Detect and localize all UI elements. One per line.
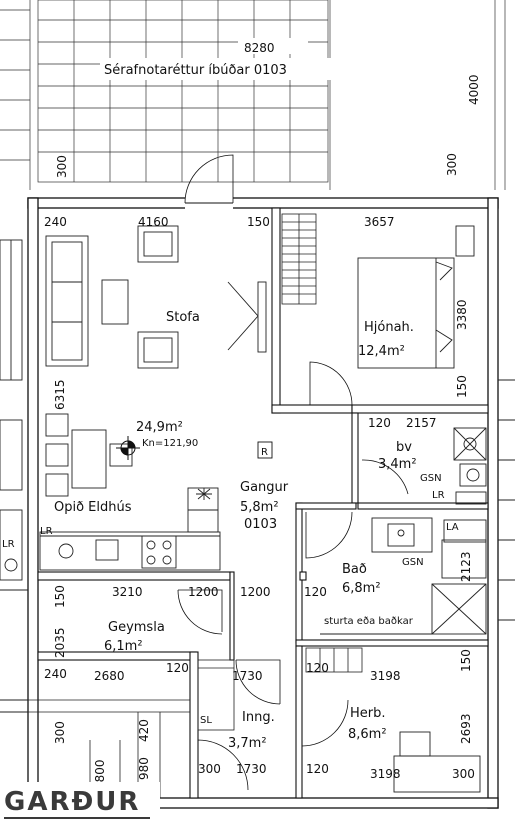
label-gangur: Gangur (240, 480, 289, 495)
sofa (45, 235, 89, 367)
bv-gsn: GSN (420, 473, 442, 484)
dim-3380: 3380 (455, 299, 469, 330)
bath-door-swing (305, 511, 353, 559)
label-kn: Kn=121,90 (142, 438, 198, 449)
label-sturta: sturta eða baðkar (324, 616, 414, 627)
dim-1200-a: 1200 (188, 585, 219, 599)
dim-2123: 2123 (459, 551, 473, 582)
dim-3657: 3657 (364, 215, 395, 229)
dim-4160: 4160 (138, 215, 169, 229)
front-door-swing (197, 739, 249, 791)
terrace-label-bg (100, 58, 360, 80)
dim-240-bottom: 240 (44, 667, 67, 681)
label-r: R (261, 447, 268, 458)
tv-unit (227, 281, 267, 353)
label-eldhus: Opið Eldhús (54, 500, 132, 515)
dim-1730-a: 1730 (232, 669, 263, 683)
label-stofa: Stofa (166, 310, 200, 325)
dim-2035: 2035 (53, 627, 67, 658)
dim-2693: 2693 (459, 713, 473, 744)
dim-420: 420 (137, 719, 151, 742)
dim-120-geymsla: 120 (166, 661, 189, 675)
herb-wardrobe (305, 647, 363, 673)
dim-1200-b: 1200 (240, 585, 271, 599)
dim-150-bed: 150 (455, 375, 469, 398)
dim-120-bv: 120 (368, 416, 391, 430)
dim-120-bottom: 120 (306, 762, 329, 776)
dim-2680: 2680 (94, 669, 125, 683)
neighbour-lr: LR (2, 539, 15, 550)
dim-120-herb: 120 (306, 661, 329, 675)
bv-door-swing (361, 459, 409, 495)
label-gangur-area: 5,8m² (240, 500, 279, 515)
dim-150-top: 150 (247, 215, 270, 229)
terrace-area (0, 0, 506, 190)
dim-120-bath: 120 (304, 585, 327, 599)
kitchen-counter (39, 487, 221, 571)
label-bad-area: 6,8m² (342, 581, 381, 596)
bath-gsn: GSN (402, 557, 424, 568)
geymsla-door-swing (177, 589, 223, 635)
bath-la: LA (446, 522, 459, 533)
label-hjonah-area: 12,4m² (358, 344, 405, 359)
dim-3198-b: 3198 (370, 767, 401, 781)
interior-walls (37, 207, 489, 799)
dim-bg (238, 38, 308, 54)
coffee-table (101, 279, 129, 325)
dim-150-geymsla: 150 (53, 585, 67, 608)
bedroom-stair-closet (281, 213, 317, 305)
label-unit: 0103 (244, 517, 277, 532)
label-bv-area: 3,4m² (378, 457, 417, 472)
armchair-bottom (137, 331, 179, 369)
bv-lr: LR (432, 490, 445, 501)
r-symbol-box (257, 441, 273, 459)
dim-1730-b: 1730 (236, 762, 267, 776)
dim-300-right: 300 (445, 153, 459, 176)
dim-3210: 3210 (112, 585, 143, 599)
dim-300-br: 300 (452, 767, 475, 781)
dim-980: 980 (137, 757, 151, 780)
dim-300-inng: 300 (198, 762, 221, 776)
herb-door-swing (301, 699, 349, 747)
dim-150-herb: 150 (459, 649, 473, 672)
entrance-inner-door-swing (235, 659, 281, 705)
dim-2157: 2157 (406, 416, 437, 430)
dim-6315: 6315 (53, 379, 67, 410)
bv-fixtures (453, 427, 487, 505)
label-hjonah: Hjónah. (364, 320, 414, 335)
bedroom-door-swing (309, 361, 353, 406)
label-geymsla-area: 6,1m² (104, 639, 143, 654)
dim-240-top: 240 (44, 215, 67, 229)
entrance-closet (197, 659, 235, 731)
label-geymsla: Geymsla (108, 620, 165, 635)
double-bed (357, 257, 455, 369)
entrance-sl: SL (200, 715, 212, 726)
armchair-top (137, 225, 179, 263)
dim-4000: 4000 (467, 74, 481, 105)
label-inng: Inng. (242, 710, 275, 725)
height-marker (116, 436, 140, 460)
label-bv: bv (396, 440, 412, 455)
bedside-table (455, 225, 475, 257)
neighbour-left (0, 239, 28, 713)
label-bad: Bað (342, 562, 367, 577)
bath-fixtures (320, 517, 487, 635)
logo-gardur: GARÐUR (4, 787, 140, 817)
label-main-area: 24,9m² (136, 420, 183, 435)
neighbour-right (498, 379, 515, 621)
dim-300-left: 300 (55, 155, 69, 178)
dim-8280: 8280 (244, 41, 275, 55)
terrace-door-swing (184, 154, 234, 204)
label-herb-area: 8,6m² (348, 727, 387, 742)
label-herb: Herb. (350, 706, 386, 721)
label-inng-area: 3,7m² (228, 736, 267, 751)
dining-table (45, 413, 133, 497)
terrace-title: Sérafnotaréttur íbúðar 0103 (104, 63, 287, 78)
dim-3198-a: 3198 (370, 669, 401, 683)
dim-300-bl: 300 (53, 721, 67, 744)
herb-desk (393, 731, 481, 793)
kitchen-lr: LR (40, 526, 53, 537)
